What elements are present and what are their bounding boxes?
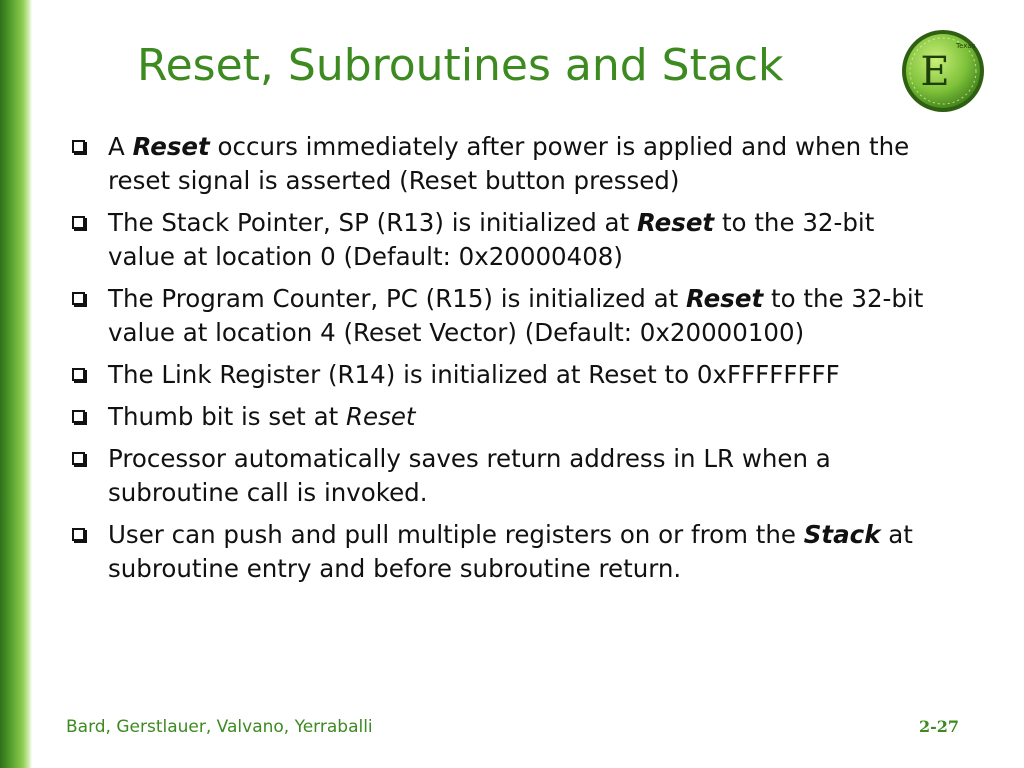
checkbox-bullet-icon xyxy=(72,528,85,541)
texas-e-logo-icon: E Texas xyxy=(902,30,984,112)
bullet-item: Thumb bit is set at Reset xyxy=(72,400,932,434)
bullet-item: Processor automatically saves return add… xyxy=(72,442,932,510)
bullet-item: The Program Counter, PC (R15) is initial… xyxy=(72,282,932,350)
bullet-text: Thumb bit is set at Reset xyxy=(108,402,416,431)
bullet-item: User can push and pull multiple register… xyxy=(72,518,932,586)
checkbox-bullet-icon xyxy=(72,368,85,381)
bullet-item: The Link Register (R14) is initialized a… xyxy=(72,358,932,392)
logo-letter: E xyxy=(920,49,949,95)
bullet-text: A Reset occurs immediately after power i… xyxy=(108,132,910,195)
checkbox-bullet-icon xyxy=(72,216,85,229)
bullet-list: A Reset occurs immediately after power i… xyxy=(72,130,932,594)
footer-authors: Bard, Gerstlauer, Valvano, Yerraballi xyxy=(66,717,373,737)
checkbox-bullet-icon xyxy=(72,292,85,305)
checkbox-bullet-icon xyxy=(72,410,85,423)
checkbox-bullet-icon xyxy=(72,140,85,153)
bullet-item: A Reset occurs immediately after power i… xyxy=(72,130,932,198)
logo-brand-text: Texas xyxy=(955,42,976,50)
bullet-text: The Stack Pointer, SP (R13) is initializ… xyxy=(108,208,875,271)
slide-title: Reset, Subroutines and Stack xyxy=(137,40,784,91)
page-number: 2-27 xyxy=(919,717,960,736)
bullet-text: The Program Counter, PC (R15) is initial… xyxy=(108,284,924,347)
bullet-text: The Link Register (R14) is initialized a… xyxy=(108,360,840,389)
bullet-item: The Stack Pointer, SP (R13) is initializ… xyxy=(72,206,932,274)
bullet-text: User can push and pull multiple register… xyxy=(108,520,913,583)
checkbox-bullet-icon xyxy=(72,452,85,465)
bullet-text: Processor automatically saves return add… xyxy=(108,444,831,507)
side-accent-bar xyxy=(0,0,32,768)
